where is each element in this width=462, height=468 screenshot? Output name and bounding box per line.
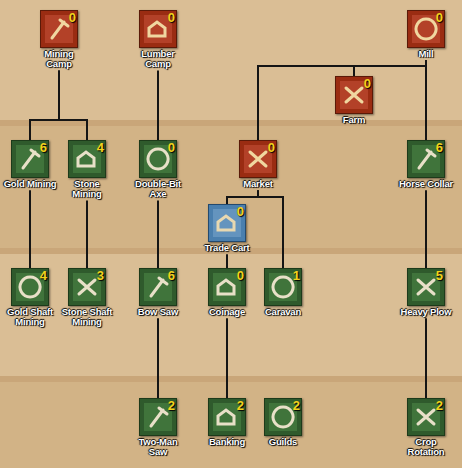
tech-node: 0Trade Cart (199, 204, 255, 253)
tech-box: 6 (11, 140, 49, 178)
tech-box: 2 (208, 398, 246, 436)
count-number: 5 (436, 268, 443, 283)
tech-box: 5 (407, 268, 445, 306)
tech-node: 1Caravan (255, 268, 311, 317)
count-number: 6 (436, 140, 443, 155)
tech-label: Trade Cart (199, 243, 255, 253)
tech-label: Bow Saw (130, 307, 186, 317)
count-number: 6 (40, 140, 47, 155)
tech-box: 0 (239, 140, 277, 178)
tech-label: Gold Mining (2, 179, 58, 189)
tree-connector (29, 190, 31, 268)
tech-node: 6Gold Mining (2, 140, 58, 189)
tree-connector (157, 201, 159, 269)
tech-node: 2Guilds (255, 398, 311, 447)
tech-node: 4Stone Mining (59, 140, 115, 200)
tech-label: Guilds (255, 437, 311, 447)
tech-label: Coinage (199, 307, 255, 317)
tech-label: Caravan (255, 307, 311, 317)
tech-label: Mill (398, 49, 454, 59)
tech-box: 6 (407, 140, 445, 178)
tech-box: 0 (208, 204, 246, 242)
tech-label: Mining Camp (31, 49, 87, 70)
tech-node: 6Bow Saw (130, 268, 186, 317)
tech-box: 2 (407, 398, 445, 436)
tech-box: 2 (139, 398, 177, 436)
tree-connector (59, 71, 87, 141)
tech-box: 6 (139, 268, 177, 306)
tech-box: 0 (139, 140, 177, 178)
tech-box: 3 (68, 268, 106, 306)
tech-label: Gold Shaft Mining (2, 307, 58, 328)
tree-connector (425, 318, 427, 398)
tech-node: 2Two-Man Saw (130, 398, 186, 458)
tech-label: Two-Man Saw (130, 437, 186, 458)
tech-box: 0 (139, 10, 177, 48)
tech-label: Banking (199, 437, 255, 447)
tech-label: Lumber Camp (130, 49, 186, 70)
count-number: 0 (69, 10, 76, 25)
tech-node: 3Stone Shaft Mining (59, 268, 115, 328)
count-number: 2 (293, 398, 300, 413)
count-number: 0 (268, 140, 275, 155)
tree-connector (226, 318, 228, 398)
tree-connector (425, 190, 427, 268)
count-number: 3 (97, 268, 104, 283)
count-number: 0 (168, 10, 175, 25)
tech-node: 4Gold Shaft Mining (2, 268, 58, 328)
tech-label: Stone Shaft Mining (59, 307, 115, 328)
count-number: 2 (168, 398, 175, 413)
tech-node: 2Crop Rotation (398, 398, 454, 458)
count-number: 2 (436, 398, 443, 413)
tech-label: Heavy Plow (398, 307, 454, 317)
tech-node: 0Coinage (199, 268, 255, 317)
tech-box: 0 (40, 10, 78, 48)
tree-connector (86, 201, 88, 269)
tech-node: 0Mining Camp (31, 10, 87, 70)
count-number: 0 (364, 76, 371, 91)
tech-label: Market (230, 179, 286, 189)
tech-node: 0Market (230, 140, 286, 189)
tech-box: 4 (68, 140, 106, 178)
tech-box: 0 (335, 76, 373, 114)
count-number: 1 (293, 268, 300, 283)
tree-connector (157, 71, 159, 141)
tree-connector (227, 190, 258, 204)
tech-label: Double-Bit Axe (130, 179, 186, 200)
count-number: 4 (40, 268, 47, 283)
tech-node: 0Lumber Camp (130, 10, 186, 70)
tech-node: 0Farm (326, 76, 382, 125)
tech-box: 1 (264, 268, 302, 306)
tree-connector (226, 254, 228, 268)
count-number: 6 (168, 268, 175, 283)
tree-connector (258, 190, 283, 268)
count-number: 2 (237, 398, 244, 413)
tech-node: 0Mill (398, 10, 454, 59)
tree-connector (258, 60, 426, 140)
tech-node: 2Banking (199, 398, 255, 447)
count-number: 0 (436, 10, 443, 25)
tech-node: 5Heavy Plow (398, 268, 454, 317)
tech-label: Farm (326, 115, 382, 125)
tech-label: Stone Mining (59, 179, 115, 200)
count-number: 4 (97, 140, 104, 155)
tech-box: 0 (208, 268, 246, 306)
tech-box: 4 (11, 268, 49, 306)
count-number: 0 (237, 204, 244, 219)
tech-node: 0Double-Bit Axe (130, 140, 186, 200)
tech-box: 2 (264, 398, 302, 436)
tech-node: 6Horse Collar (398, 140, 454, 189)
count-number: 0 (237, 268, 244, 283)
tree-connector (425, 60, 427, 140)
tech-box: 0 (407, 10, 445, 48)
count-number: 0 (168, 140, 175, 155)
tree-connector (354, 60, 426, 76)
tree-connector (30, 71, 59, 141)
tech-label: Crop Rotation (398, 437, 454, 458)
tech-label: Horse Collar (398, 179, 454, 189)
tree-connector (157, 318, 159, 398)
